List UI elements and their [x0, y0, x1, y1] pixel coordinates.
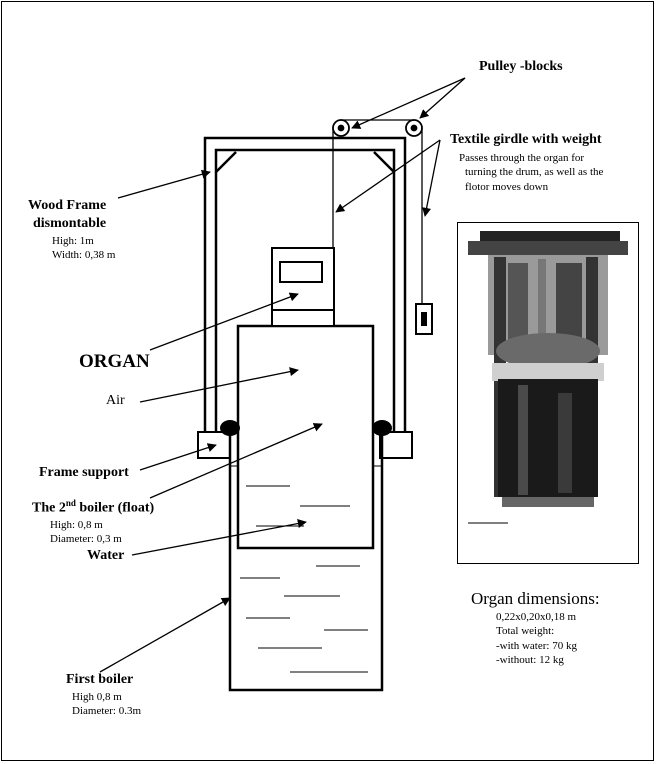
textile-desc-line-1: Passes through the organ for [459, 152, 585, 164]
textile-girdle-label: Textile girdle with weight [450, 132, 602, 147]
organ-total-weight: Total weight: [496, 625, 555, 638]
organ-dimensions-specs: 0,22x0,20x0,18 m Total weight: -with wat… [496, 610, 577, 667]
second-boiler-float [236, 324, 375, 550]
wood-frame-high: High: 1m [52, 235, 94, 247]
wood-frame [203, 136, 407, 432]
wood-frame-line-1: Wood Frame [28, 198, 107, 213]
wood-frame-specs: High: 1m Width: 0,38 m [52, 234, 115, 263]
pointer-arrows [99, 77, 466, 673]
wood-frame-line-2: dismontable [33, 216, 107, 232]
second-boiler-suffix: boiler (float) [75, 500, 155, 516]
first-boiler-high: High 0,8 m [72, 691, 122, 703]
organ-label: ORGAN [79, 351, 150, 372]
air-label: Air [106, 393, 125, 408]
first-boiler-diameter: Diameter: 0.3m [72, 705, 142, 718]
second-boiler-prefix: The 2 [32, 500, 66, 516]
weight-slot [421, 312, 427, 326]
water-lines [240, 485, 368, 673]
first-boiler-label: First boiler [66, 672, 134, 687]
roller-seals [220, 420, 392, 436]
textile-desc-line-2: turning the drum, as well as the [465, 166, 604, 179]
second-boiler-label: The 2nd boiler (float) [32, 499, 154, 516]
organ-photo-image [468, 231, 628, 524]
textile-desc-line-3: flotor moves down [465, 180, 549, 193]
organ-dimensions-title: Organ dimensions: [471, 589, 600, 608]
second-boiler-sup: nd [65, 498, 76, 508]
organ-dimensions-size: 0,22x0,20x0,18 m [496, 611, 577, 623]
second-boiler-specs: High: 0,8 m Diameter: 0,3 m [50, 518, 122, 547]
water-label: Water [87, 548, 125, 563]
frame-support-label: Frame support [39, 465, 129, 480]
wood-frame-label: Wood Frame dismontable [28, 197, 106, 233]
textile-girdle [332, 119, 423, 304]
organ-weight-with-water: -with water: 70 kg [496, 639, 577, 652]
organ-photo [457, 222, 639, 564]
frame-support [197, 431, 413, 459]
second-boiler-diameter: Diameter: 0,3 m [50, 533, 122, 546]
organ-weight-without: -without: 12 kg [496, 653, 564, 666]
second-boiler-high: High: 0,8 m [50, 519, 103, 531]
organ-box [271, 247, 335, 327]
pulley-blocks [332, 119, 423, 137]
pulley-blocks-label: Pulley -blocks [479, 59, 563, 74]
wood-frame-width: Width: 0,38 m [52, 249, 116, 262]
first-boiler [228, 432, 384, 692]
first-boiler-specs: High 0,8 m Diameter: 0.3m [72, 690, 141, 719]
textile-girdle-description: Passes through the organ for turning the… [459, 151, 603, 194]
